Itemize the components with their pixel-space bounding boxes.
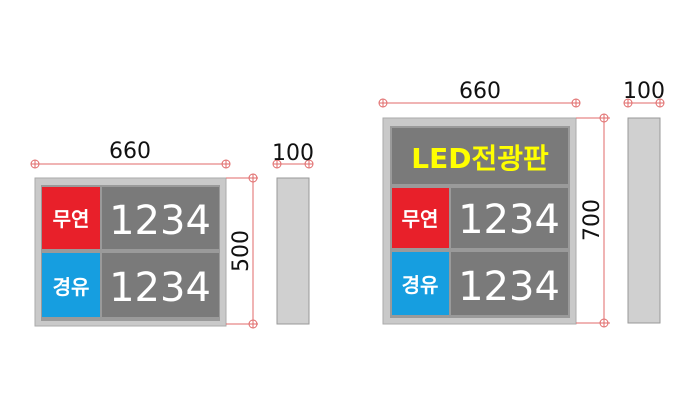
small-row2-label-bg [42, 253, 100, 317]
large-width-label: 660 [459, 79, 501, 104]
large-row2-value: 1234 [458, 264, 560, 310]
large-side-panel [627, 117, 661, 324]
small-sign-group: 660 무연 1234 경유 1234 500 [30, 139, 314, 329]
small-row1-label-bg [42, 187, 100, 249]
large-side-view: 100 [623, 79, 665, 324]
small-side-panel [276, 177, 310, 325]
large-row2-label: 경유 [402, 273, 439, 297]
small-row1-value: 1234 [109, 198, 211, 244]
large-side-label: 100 [623, 79, 665, 104]
large-row1-value: 1234 [458, 197, 560, 243]
large-row1-label: 무연 [402, 207, 439, 231]
small-row1-value-bg [102, 187, 219, 249]
large-title: LED전광판 [411, 142, 549, 175]
small-width-label: 660 [109, 139, 151, 164]
large-row2-label-bg [392, 252, 449, 315]
large-sign-group: 660 LED전광판 무연 1234 경유 1234 700 [378, 79, 665, 328]
large-row1-value-bg [451, 188, 568, 248]
large-row1-label-bg [392, 188, 449, 248]
small-side-label: 100 [272, 141, 314, 166]
large-title-bg [392, 128, 568, 184]
small-side-view: 100 [272, 141, 314, 325]
small-row1-label: 무연 [53, 207, 90, 231]
small-height-label: 500 [229, 230, 254, 272]
small-row2-value: 1234 [109, 265, 211, 311]
large-height-dimension: 700 [576, 113, 610, 328]
large-width-dimension: 660 [378, 79, 581, 108]
small-height-dimension: 500 [226, 173, 258, 329]
small-width-dimension: 660 [30, 139, 231, 169]
small-row2-label: 경유 [53, 275, 90, 299]
small-row2-value-bg [102, 253, 219, 317]
large-height-label: 700 [580, 199, 605, 241]
large-row2-value-bg [451, 252, 568, 315]
